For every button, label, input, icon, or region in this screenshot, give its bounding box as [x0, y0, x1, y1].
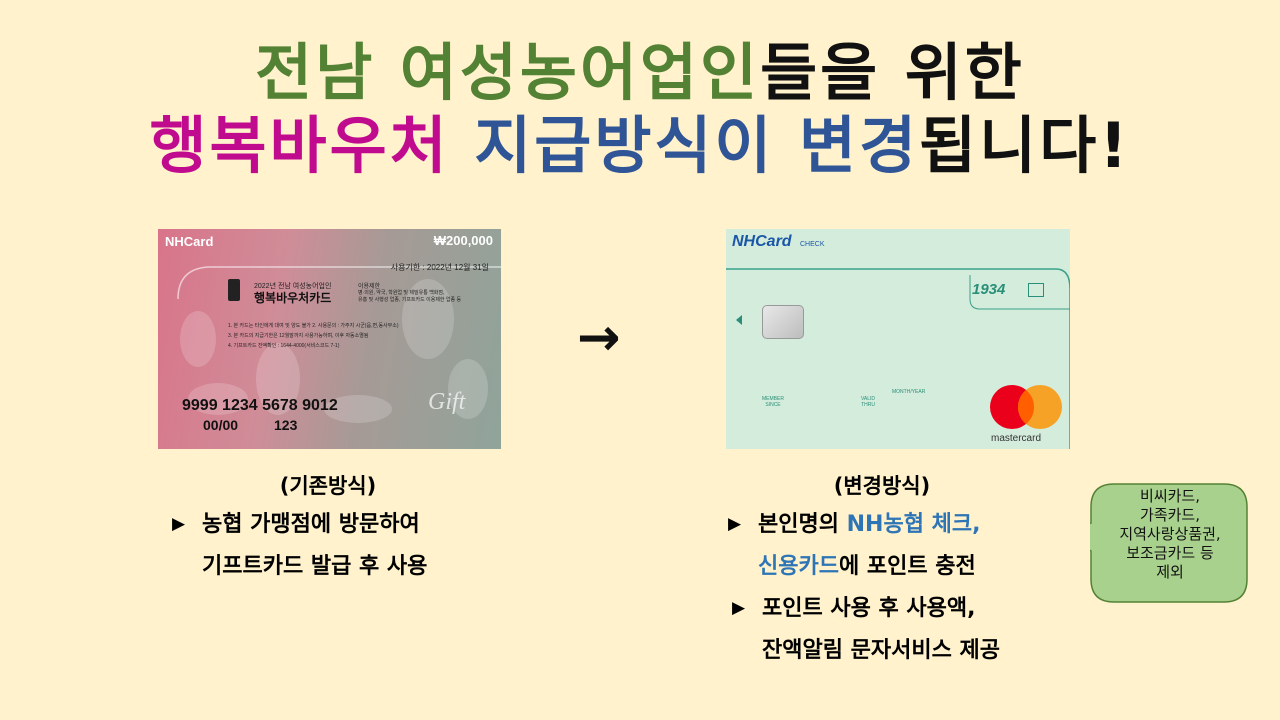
- callout-line2: 가족카드,: [1140, 506, 1200, 524]
- new-card-1934-logo: 1934: [972, 281, 1006, 298]
- credit-card-highlight: 신용카드: [758, 554, 839, 579]
- card-floral-pattern: [177, 266, 501, 423]
- callout-line4: 보조금카드 등: [1126, 544, 1214, 562]
- ic-chip-icon: [762, 305, 804, 339]
- old-card-brand: NHCard: [165, 234, 214, 249]
- new-card-badge-icon: [1028, 283, 1044, 297]
- new-card-brand-sub: CHECK: [800, 241, 825, 248]
- bullet-marker-icon: ▶: [732, 598, 746, 618]
- headline-blue-text: 지급방식이 변경: [474, 109, 920, 182]
- old-method-line2: 기프트카드 발급 후 사용: [202, 554, 428, 579]
- callout-line3: 지역사랑상품권,: [1119, 525, 1221, 543]
- old-card-logo-icon: [228, 279, 240, 301]
- new-method-line1-text: 본인명의: [758, 512, 847, 537]
- headline-black-text: 들을 위한: [760, 36, 1025, 109]
- old-card-usage-line2: 유흥 및 사행성 업종, 기프트카드 이용제한 업종 등: [358, 297, 462, 303]
- mastercard-logo-icon: [990, 385, 1062, 429]
- new-card-month-year: MONTH/YEAR: [892, 389, 926, 395]
- old-card-note3: 4. 기프트카드 잔액확인 : 1644-4000(서비스코드 7-1): [228, 343, 340, 349]
- callout-line1: 비씨카드,: [1140, 487, 1200, 505]
- headline-end-text: 됩니다!: [919, 109, 1131, 182]
- bullet-marker-icon: ▶: [728, 514, 742, 534]
- new-method-line4: 잔액알림 문자서비스 제공: [762, 638, 1000, 663]
- old-card-usage-title: 이용제한: [358, 284, 381, 290]
- new-check-card-image: NHCard CHECK 1934 MEMBER SINCE VALID THR…: [726, 229, 1070, 449]
- new-card-brand: NHCard: [732, 233, 792, 250]
- headline-magenta-text: 행복바우처: [149, 109, 450, 182]
- headline-line-2: 행복바우처 지급방식이 변경됩니다!: [0, 115, 1280, 177]
- old-card-amount: ₩200,000: [433, 233, 493, 248]
- old-card-exp-code: 00/00: [203, 417, 239, 433]
- old-card-note1: 1. 본 카드는 타인에게 대여 및 양도 불가 2. 사용문의 : 가주지 시…: [228, 323, 399, 329]
- old-gift-card-image: NHCard ₩200,000 사용기한 : 2022년 12월 31일 202…: [158, 229, 501, 449]
- old-card-number: 9999 1234 5678 9012: [182, 397, 338, 414]
- old-card-usage-line1: 병·의원, 약국, 학원업 및 제밀유통 백화점,: [358, 290, 445, 296]
- nh-check-highlight: NH농협 체크,: [846, 512, 981, 537]
- old-card-cvc: 123: [274, 417, 298, 433]
- callout-line5: 제외: [1156, 563, 1184, 581]
- new-method-line3: 포인트 사용 후 사용액,: [762, 596, 976, 621]
- callout-bubble-shape: [1090, 483, 1248, 603]
- new-card-network: mastercard: [991, 433, 1042, 444]
- bullet-marker-icon: ▶: [172, 514, 186, 534]
- old-card-name: 행복바우처카드: [254, 291, 332, 305]
- new-card-valid-thru: VALID THRU: [860, 396, 876, 408]
- old-card-expiry: 사용기한 : 2022년 12월 31일: [390, 263, 489, 272]
- old-method-caption: (기존방식): [279, 474, 377, 498]
- callout-exclusions-text: 비씨카드, 가족카드, 지역사랑상품권, 보조금카드 등 제외: [1095, 487, 1245, 582]
- old-card-note2: 3. 본 카드의 지급기한은 12월말까지 사용가능하며, 이후 자동소멸됨: [228, 333, 369, 339]
- headline-green-text: 전남 여성농어업인: [255, 36, 761, 109]
- new-method-line1: 본인명의 NH농협 체크,: [758, 514, 980, 536]
- new-method-line2: 신용카드에 포인트 충전: [758, 556, 976, 578]
- right-arrow-icon: →: [577, 308, 621, 368]
- new-method-caption: (변경방식): [833, 474, 931, 498]
- insert-direction-icon: [736, 315, 742, 325]
- new-card-member-since: MEMBER SINCE: [762, 396, 784, 408]
- old-card-gift-script: Gift: [428, 389, 466, 415]
- old-method-line1: 농협 가맹점에 방문하여: [202, 512, 420, 537]
- old-card-subtitle: 2022년 전남 여성농어업인: [254, 283, 332, 290]
- headline-line-1: 전남 여성농어업인들을 위한: [0, 42, 1280, 104]
- new-method-line2-text: 에 포인트 충전: [838, 554, 976, 579]
